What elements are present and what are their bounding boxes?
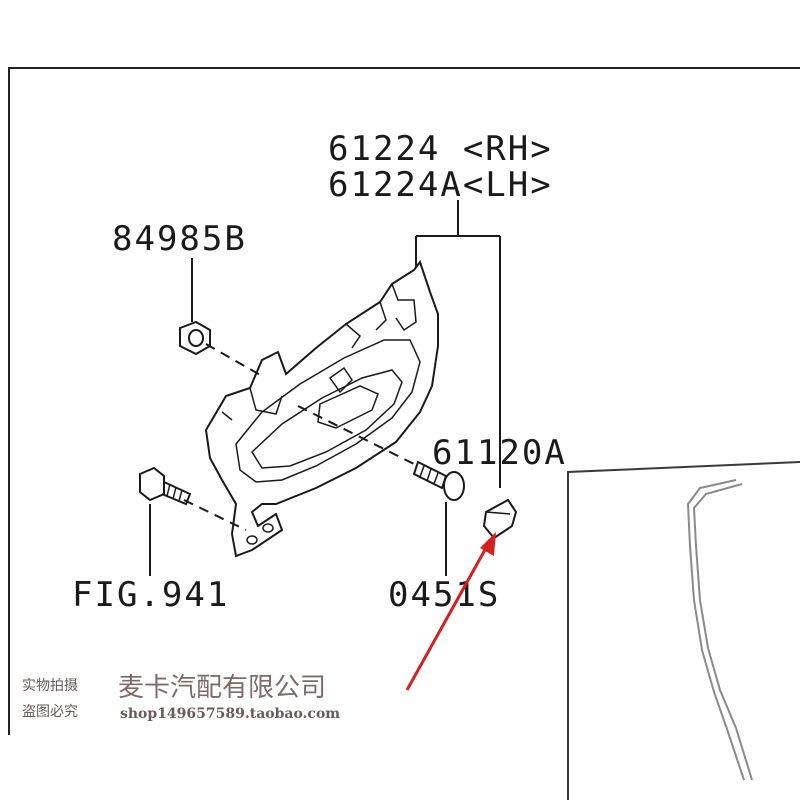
watermark-line-2: 盗图必究 (22, 704, 78, 720)
screw-icon (412, 460, 465, 501)
watermark-line-1: 实物拍摄 (22, 678, 78, 694)
leader-lines (149, 200, 501, 576)
clip-icon (482, 498, 518, 540)
part-label-screw: 0451S (388, 575, 500, 615)
watermark-company: 麦卡汽配有限公司 (118, 673, 326, 703)
diagram-frame (8, 67, 800, 735)
door-handle-icon (204, 259, 439, 558)
inset-photo-frame (567, 461, 800, 800)
bolt-icon (139, 466, 192, 506)
part-label-clip: 61120A (432, 433, 567, 473)
part-label-nut: 84985B (112, 219, 247, 259)
nut-icon (179, 320, 211, 356)
part-label-lh: 61224A<LH> (328, 165, 553, 205)
red-arrow-icon (405, 532, 496, 691)
part-label-rh: 61224 <RH> (328, 129, 553, 169)
watermark-url: shop149657589.taobao.com (120, 706, 340, 722)
watermark: 实物拍摄 盗图必究 麦卡汽配有限公司 shop149657589.taobao.… (22, 673, 340, 722)
part-label-fig: FIG.941 (72, 575, 229, 615)
